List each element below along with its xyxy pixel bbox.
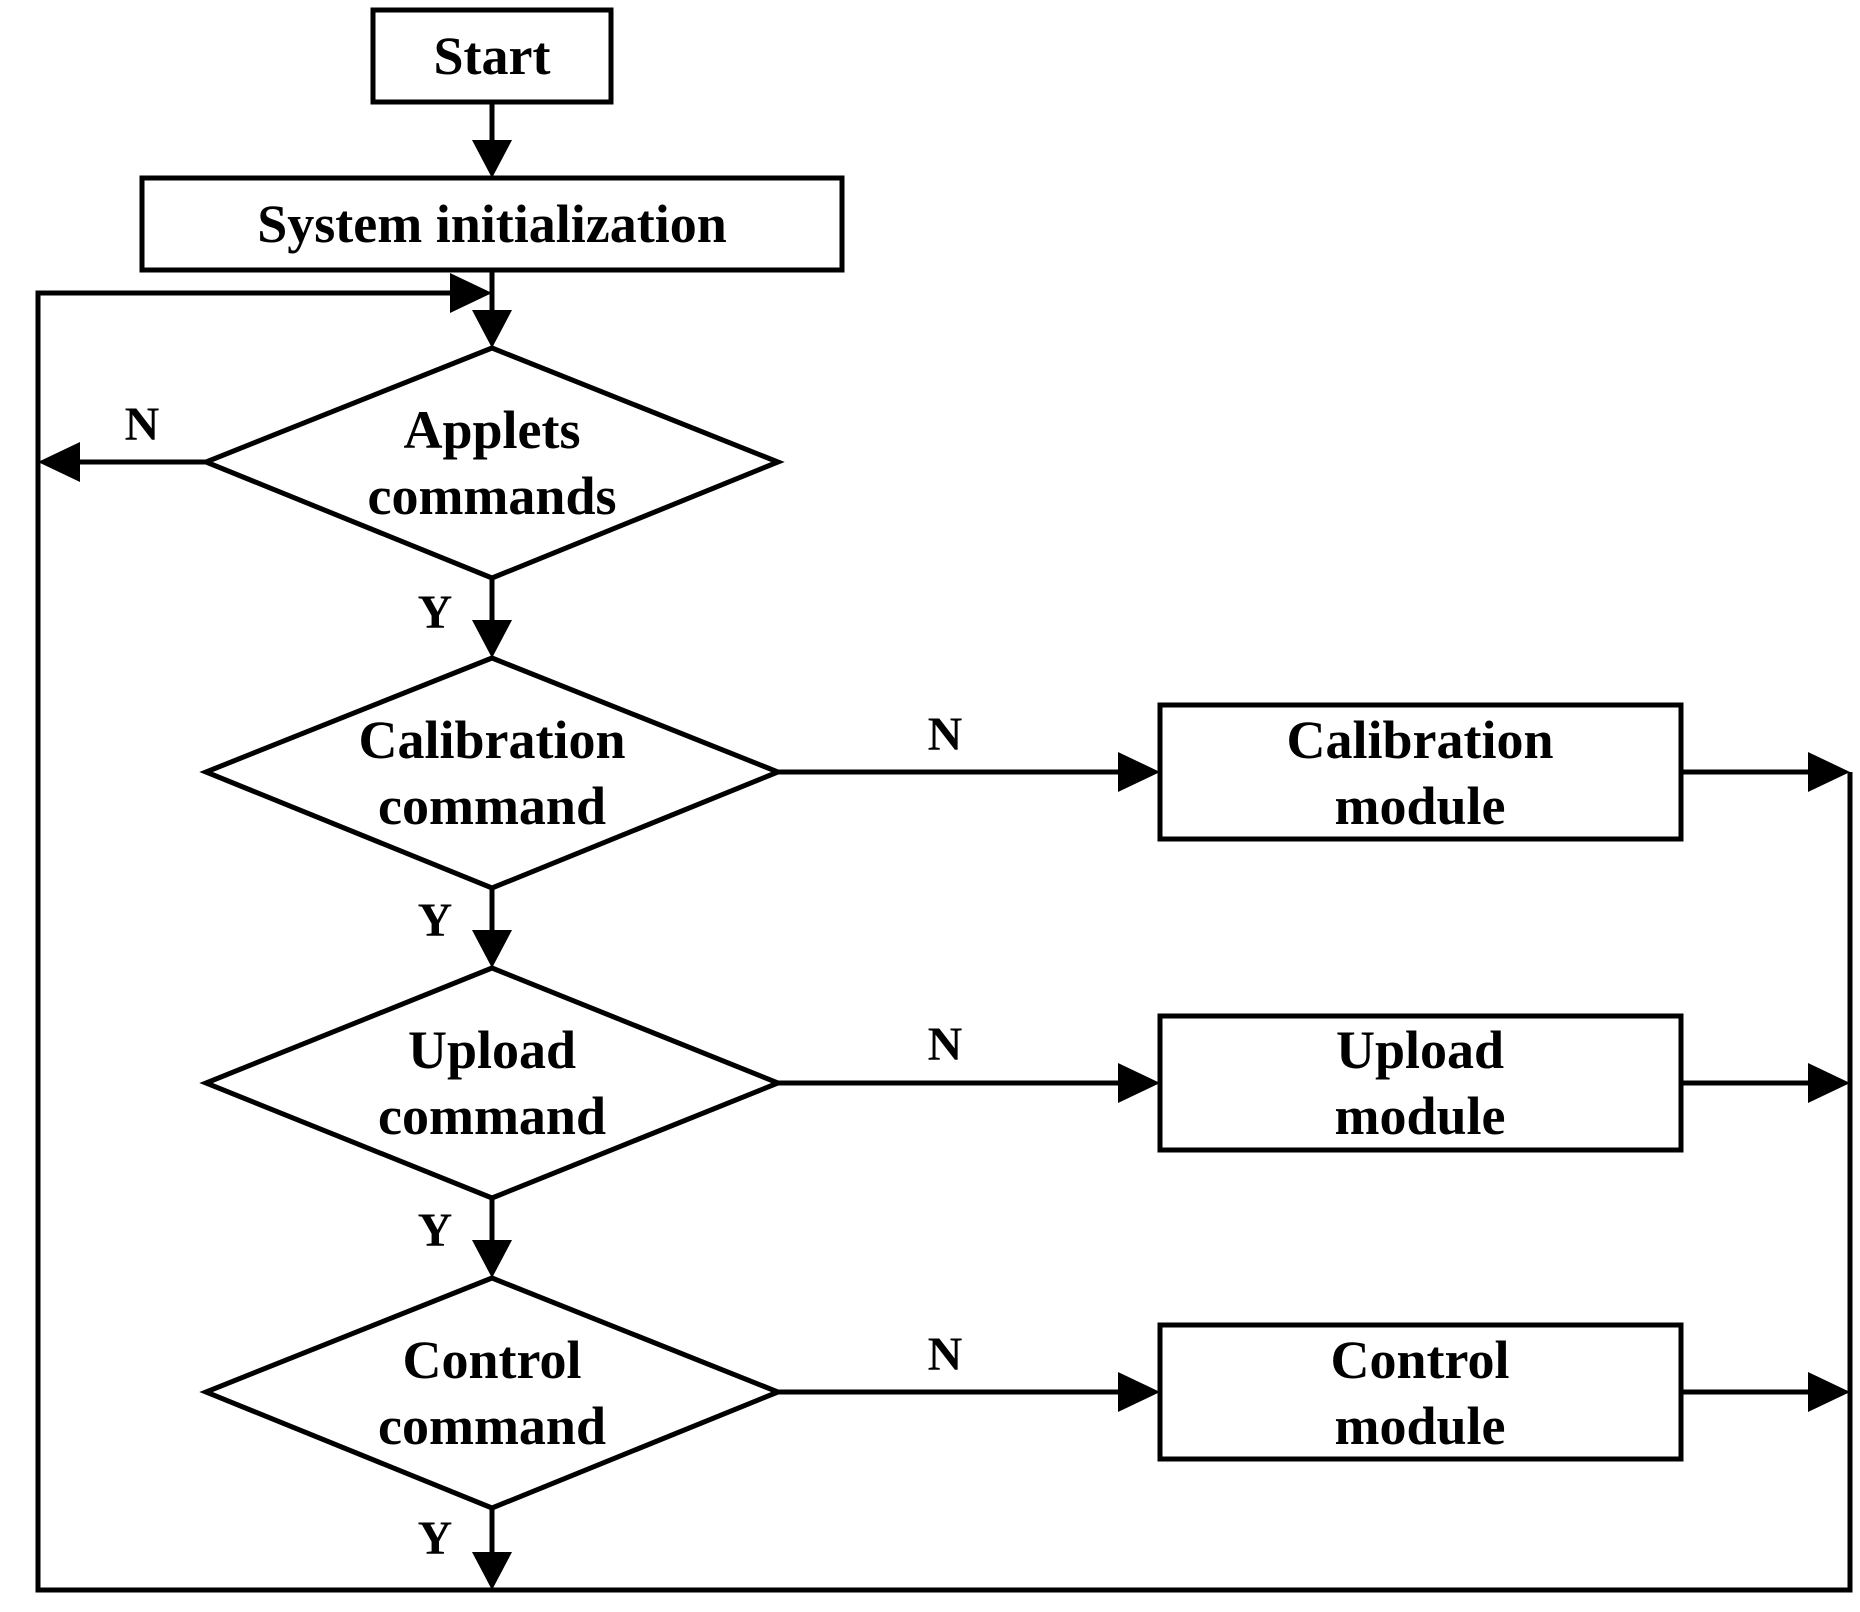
applets-no-label: N bbox=[125, 398, 160, 451]
upload-module-box bbox=[1157, 1013, 1684, 1153]
arrowhead-init bbox=[472, 140, 512, 178]
init-box bbox=[139, 175, 845, 273]
upload-module-label-line1: Upload bbox=[1336, 1020, 1504, 1080]
upload-no-label: N bbox=[928, 1018, 963, 1071]
control-module-label-line2: module bbox=[1334, 1396, 1505, 1456]
calibration-decision-label-line1: Calibration bbox=[358, 710, 625, 770]
applets-yes-label: Y bbox=[418, 586, 453, 639]
arrowhead-right-calibration bbox=[1808, 752, 1850, 792]
applets-decision bbox=[199, 345, 785, 581]
arrowhead-upload-module bbox=[1118, 1063, 1160, 1103]
calibration-yes-label: Y bbox=[418, 894, 453, 947]
arrowhead-bottom bbox=[472, 1552, 512, 1590]
applets-label-line1: Applets bbox=[403, 400, 580, 460]
upload-decision-label-line2: command bbox=[378, 1086, 606, 1146]
control-yes-label: Y bbox=[418, 1512, 453, 1565]
calibration-module-label-line2: module bbox=[1334, 776, 1505, 836]
arrowhead-upload bbox=[472, 930, 512, 968]
upload-module-label-line2: module bbox=[1334, 1086, 1505, 1146]
calibration-no-label: N bbox=[928, 708, 963, 761]
arrowhead-calibration bbox=[472, 620, 512, 658]
start-label: Start bbox=[434, 26, 551, 86]
arrowhead-loop-top bbox=[450, 273, 492, 313]
control-decision bbox=[199, 1275, 785, 1511]
arrowhead-calibration-module bbox=[1118, 752, 1160, 792]
calibration-module-box bbox=[1157, 702, 1684, 842]
applets-label-line2: commands bbox=[367, 466, 616, 526]
loop-return-line bbox=[35, 290, 1853, 1593]
arrowhead-applets bbox=[472, 310, 512, 348]
control-no-label: N bbox=[928, 1328, 963, 1381]
init-label: System initialization bbox=[257, 194, 727, 254]
arrowhead-applets-no bbox=[38, 442, 80, 482]
calibration-decision bbox=[199, 655, 785, 891]
arrowhead-control bbox=[472, 1240, 512, 1278]
upload-decision bbox=[199, 965, 785, 1201]
upload-yes-label: Y bbox=[418, 1204, 453, 1257]
control-decision-label-line1: Control bbox=[402, 1330, 581, 1390]
control-decision-label-line2: command bbox=[378, 1396, 606, 1456]
arrowhead-control-module bbox=[1118, 1372, 1160, 1412]
control-module-box bbox=[1157, 1322, 1684, 1462]
control-module-label-line1: Control bbox=[1330, 1330, 1509, 1390]
arrowhead-right-upload bbox=[1808, 1063, 1850, 1103]
start-box bbox=[370, 7, 614, 105]
upload-decision-label-line1: Upload bbox=[408, 1020, 576, 1080]
calibration-decision-label-line2: command bbox=[378, 776, 606, 836]
arrowhead-right-control bbox=[1808, 1372, 1850, 1412]
calibration-module-label-line1: Calibration bbox=[1286, 710, 1553, 770]
